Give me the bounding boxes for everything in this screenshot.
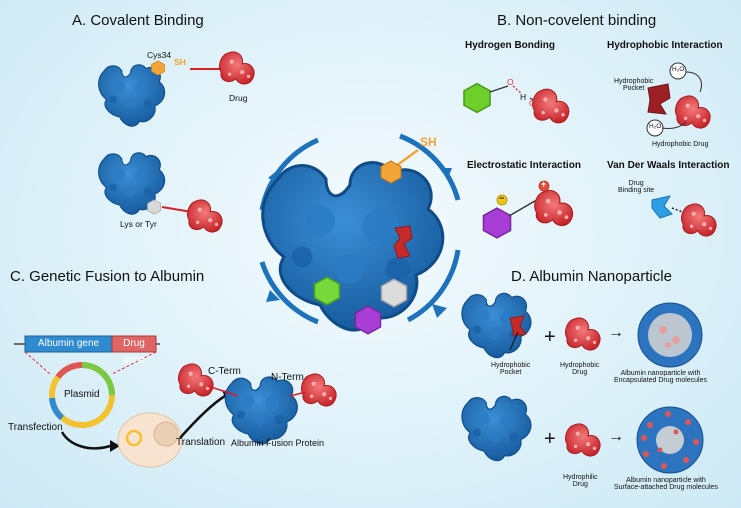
water-label: H₂O	[672, 66, 685, 73]
cycle-arrowhead	[440, 168, 452, 178]
transfection-arrow	[60, 431, 111, 450]
electrostatic-interaction-label: Electrostatic Interaction	[467, 160, 581, 171]
drug-molecule-icon	[534, 189, 574, 227]
drug-binding-site-label: Drug Binding site	[618, 180, 655, 194]
albumin-protein-icon	[98, 64, 166, 127]
arrow-operator-2: →	[608, 428, 624, 445]
plasmid-label: Plasmid	[64, 389, 100, 400]
plus-operator-2: +	[544, 428, 556, 450]
section-d-graphics	[461, 292, 704, 474]
hydrogen-label: H	[520, 92, 527, 102]
pocket-pointer-line	[509, 331, 519, 351]
hydrophilic-drug-label: Hydrophilic Drug	[563, 474, 598, 488]
surface-drug-dots	[641, 411, 699, 469]
hydrophobic-pocket-icon	[647, 83, 671, 115]
sh-bond-line	[395, 148, 419, 168]
purple-residue-icon	[354, 305, 382, 335]
section-d-title: D. Albumin Nanoparticle	[511, 268, 672, 285]
translation-label: Translation	[176, 437, 226, 448]
center-sh-label: SH	[420, 135, 437, 149]
drug-molecule-icon	[186, 199, 223, 233]
hydrophobic-interaction-label: Hydrophobic Interaction	[607, 40, 723, 51]
hydrophobic-pocket-label: Hydrophobic Pocket	[614, 78, 654, 92]
translation-arrow	[179, 394, 226, 439]
drug-molecule-icon	[564, 423, 601, 457]
minus-sign: −	[499, 193, 505, 203]
drug-gene-label: Drug gene	[122, 338, 146, 365]
section-a-title: A. Covalent Binding	[72, 12, 204, 29]
drug-gene-block	[111, 335, 157, 353]
drug-pocket-icon	[393, 225, 413, 259]
center-graphic	[259, 133, 461, 335]
plus-operator: +	[544, 326, 556, 348]
positive-charge-icon	[538, 180, 550, 192]
albumin-protein-icon	[461, 395, 532, 462]
section-b-graphics	[463, 62, 717, 239]
hydrophobic-drug-label: Hydrophobic Drug	[652, 141, 709, 148]
water-molecule-icon	[669, 62, 687, 80]
section-c-graphics	[14, 335, 337, 468]
section-a-graphics	[98, 51, 255, 233]
drug-molecule-icon	[218, 51, 255, 85]
hydrophobic-drug-label: Hydrophobic Drug	[560, 362, 600, 376]
green-hexagon-icon	[463, 82, 491, 114]
cycle-arc	[259, 261, 319, 325]
cycle-arc	[399, 133, 461, 201]
transfection-label: Transfection	[8, 422, 63, 433]
vdw-interaction-line	[671, 207, 689, 215]
albumin-gene-label: Albumin gene	[37, 338, 100, 349]
drug-molecule-icon	[300, 373, 337, 407]
gray-residue-icon	[380, 278, 408, 308]
drug-molecule-icon	[532, 88, 570, 124]
covalent-bond-line	[161, 206, 193, 213]
purple-hexagon-icon	[482, 207, 512, 239]
sh-label: SH	[174, 57, 186, 67]
negative-charge-icon	[496, 194, 508, 206]
drug-molecule-icon	[680, 203, 717, 237]
n-term-label: N-Term	[271, 372, 304, 383]
cys34-residue-icon	[380, 160, 402, 184]
lys-tyr-residue-icon	[147, 199, 161, 215]
arrow-operator: →	[608, 324, 624, 341]
section-b-title: B. Non-covelent binding	[497, 12, 657, 29]
ionic-bond-line	[508, 197, 541, 217]
cycle-arrowhead	[432, 304, 447, 318]
drug-label: Drug	[229, 93, 248, 103]
albumin-fusion-protein-icon	[224, 376, 298, 445]
oxygen-label-2: O	[529, 98, 536, 108]
cycle-arrowhead	[266, 290, 280, 302]
lys-tyr-label: Lys or Tyr	[120, 219, 157, 229]
c-term-label: C-Term	[208, 366, 241, 377]
hydrophobic-pocket-icon	[509, 315, 527, 337]
hydrophobic-pocket-label: Hydrophobic Pocket	[491, 362, 531, 376]
np-surface-label: Albumin nanoparticle with Surface-attach…	[614, 477, 718, 491]
cys34-residue-icon	[151, 60, 165, 76]
water-label-2: H₂O	[649, 123, 662, 130]
cycle-arc	[406, 249, 461, 323]
oxygen-label: O	[507, 77, 514, 87]
drug-molecule-icon	[564, 317, 601, 351]
vdw-interaction-label: Van Der Waals Interaction	[607, 160, 730, 171]
drug-molecule-icon	[674, 95, 711, 129]
green-residue-icon	[313, 276, 341, 306]
np-encapsulated-label: Albumin nanoparticle with Encapsulated D…	[614, 370, 707, 384]
plus-sign: +	[541, 179, 547, 189]
cys34-label: Cys34	[147, 50, 172, 60]
section-c-title: C. Genetic Fusion to Albumin	[10, 268, 205, 285]
hydrogen-bonding-label: Hydrogen Bonding	[465, 40, 555, 51]
fusion-protein-label: Albumin Fusion Protein	[231, 438, 325, 448]
drug-binding-site-icon	[651, 195, 673, 219]
